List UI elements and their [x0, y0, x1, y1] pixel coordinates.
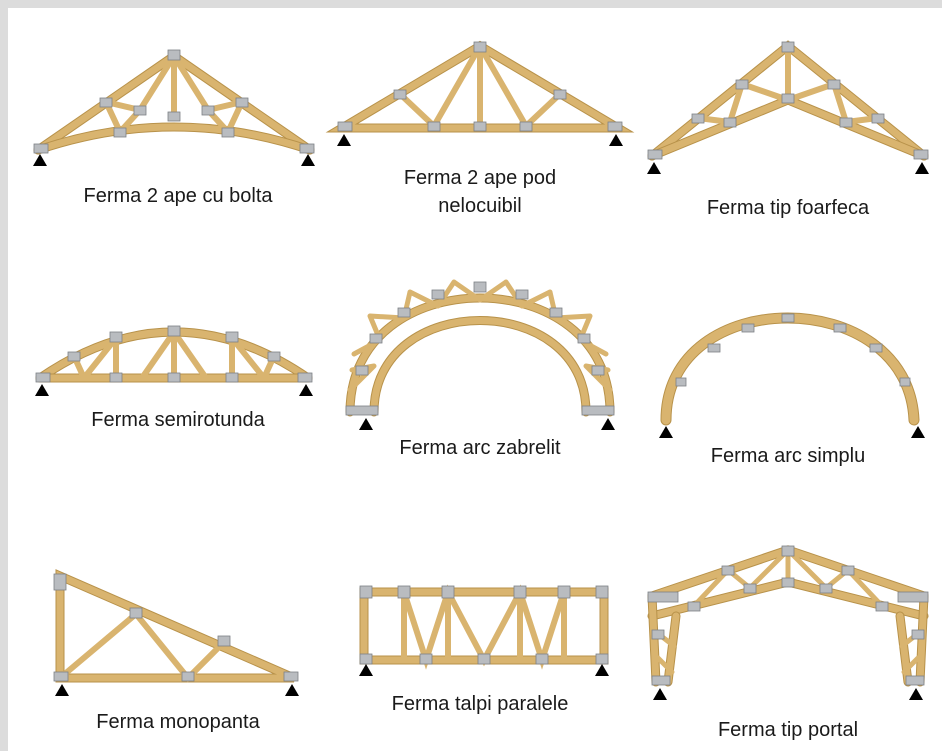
truss-members — [345, 279, 615, 417]
truss-caption: Ferma semirotunda — [91, 409, 265, 431]
truss-diagram — [659, 312, 925, 438]
truss-caption: Ferma 2 ape pod nelocuibil — [330, 164, 630, 220]
truss-diagram — [53, 569, 299, 696]
left-support — [659, 426, 673, 438]
truss-caption: Ferma arc zabrelit — [399, 437, 561, 459]
right-support — [285, 684, 299, 696]
truss-ferma-tip-foarfeca: Ferma tip foarfeca — [638, 38, 938, 228]
truss-caption: Ferma monopanta — [96, 711, 260, 733]
truss-diagram — [647, 40, 929, 174]
connector-plates — [675, 313, 911, 387]
truss-ferma-arc-simplu: Ferma arc simplu — [638, 302, 938, 482]
left-support — [33, 154, 47, 166]
left-support — [337, 134, 351, 146]
trusses-panel: Ferma 2 ape cu bolta Ferma 2 ap — [8, 8, 942, 751]
connector-plates — [35, 325, 313, 383]
truss-members — [647, 545, 929, 687]
right-support — [601, 418, 615, 430]
right-support — [609, 134, 623, 146]
truss-caption: Ferma 2 ape cu bolta — [83, 185, 273, 207]
connector-plates — [53, 573, 299, 682]
left-support — [35, 384, 49, 396]
truss-diagram — [345, 279, 615, 430]
truss-caption: Ferma talpi paralele — [391, 693, 569, 715]
truss-diagram — [33, 49, 315, 166]
right-support — [301, 154, 315, 166]
left-support — [653, 688, 667, 700]
truss-members — [55, 569, 296, 683]
truss-caption: Ferma tip foarfeca — [706, 197, 870, 219]
truss-ferma-tip-portal: Ferma tip portal — [638, 542, 938, 742]
truss-caption-line2: nelocuibil — [438, 195, 522, 217]
truss-ferma-semirotunda: Ferma semirotunda — [28, 308, 328, 438]
truss-members — [359, 584, 609, 670]
truss-caption: Ferma arc simplu — [710, 445, 866, 467]
connector-plates — [337, 41, 623, 132]
truss-caption: Ferma tip portal — [717, 719, 859, 741]
truss-ferma-2-ape-pod-nelocuibil: Ferma 2 ape pod nelocuibil — [325, 38, 635, 228]
truss-members — [325, 40, 635, 133]
truss-ferma-arc-zabrelit: Ferma arc zabrelit — [330, 270, 630, 460]
connector-plates — [33, 49, 315, 154]
connector-plates — [647, 41, 929, 160]
connector-plates — [359, 585, 609, 665]
truss-ferma-2-ape-cu-bolta: Ferma 2 ape cu bolta — [28, 44, 328, 224]
truss-ferma-talpi-paralele: Ferma talpi paralele — [330, 578, 630, 738]
left-support — [359, 418, 373, 430]
connector-plates — [345, 281, 615, 416]
left-support — [647, 162, 661, 174]
truss-members — [33, 50, 315, 155]
truss-diagram — [647, 545, 929, 700]
truss-diagram — [325, 40, 635, 146]
truss-diagram — [359, 584, 609, 676]
right-support — [299, 384, 313, 396]
right-support — [595, 664, 609, 676]
truss-members — [660, 312, 920, 426]
truss-caption-line1: Ferma 2 ape pod — [403, 167, 557, 189]
connector-plates — [647, 545, 929, 686]
left-support — [55, 684, 69, 696]
truss-diagram — [35, 325, 313, 396]
right-support — [915, 162, 929, 174]
left-support — [359, 664, 373, 676]
right-support — [909, 688, 923, 700]
right-support — [911, 426, 925, 438]
truss-ferma-monopanta: Ferma monopanta — [28, 568, 328, 743]
